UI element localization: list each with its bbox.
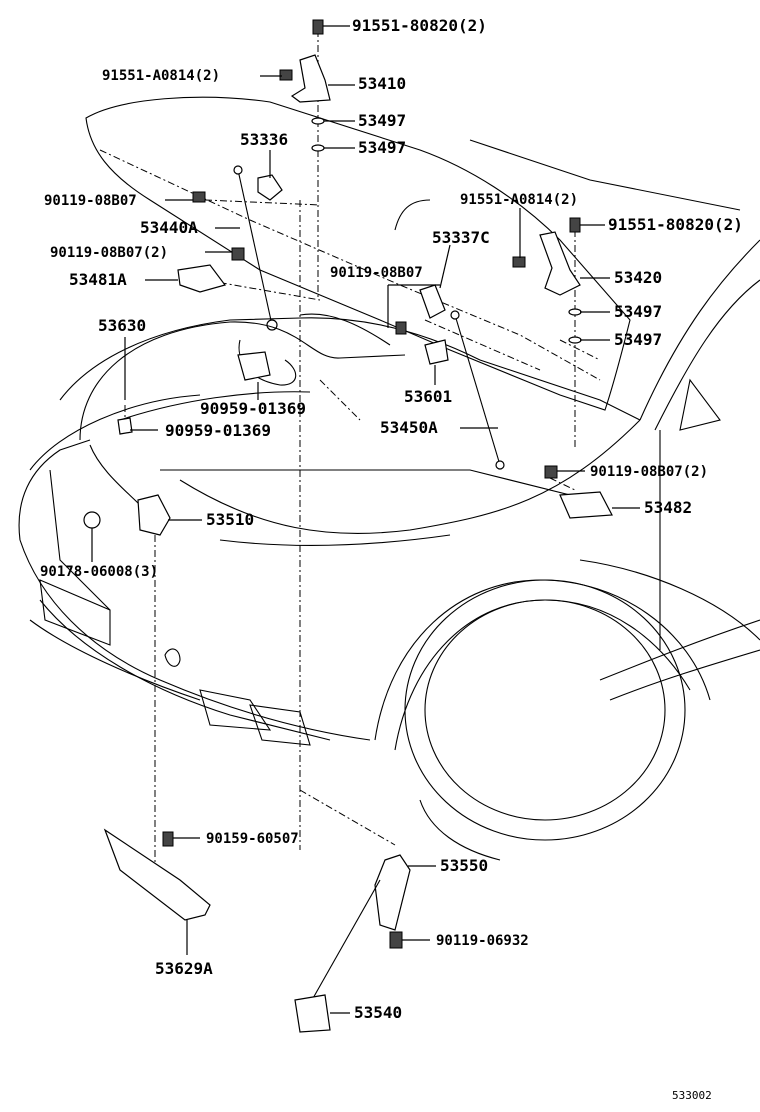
callout-53497-b: 53497 [358,138,407,157]
callout-91551-a0814-left: 91551-A0814(2) [102,68,221,84]
callout-90119-08b07-a: 90119-08B07 [44,193,137,209]
callout-53482: 53482 [644,498,693,517]
callout-53550: 53550 [440,856,489,875]
callout-53420: 53420 [614,268,663,287]
callout-53540: 53540 [354,1003,403,1022]
callout-53410: 53410 [358,74,407,93]
release-cable [79,313,406,506]
hood-support-rods [233,165,505,470]
callout-53629a: 53629A [155,959,213,978]
callout-91551-a0814-right: 91551-A0814(2) [460,192,579,208]
callout-53450a: 53450A [380,418,438,437]
callout-90119-08b07-b: 90119-08B07 [330,265,423,281]
front-wheel [374,559,760,861]
callout-53497-a: 53497 [358,111,407,130]
leader-lines [91,25,640,1014]
callout-90119-06932: 90119-06932 [436,933,529,949]
callout-53440a: 53440A [140,218,198,237]
callout-53510: 53510 [206,510,255,529]
callout-91551-80820-right: 91551-80820(2) [608,215,743,234]
callout-90119-08b07-2a: 90119-08B07(2) [50,245,169,261]
callout-53497-d: 53497 [614,330,663,349]
latch-assembly [117,339,449,536]
car-body [18,317,641,746]
callout-90959-01369-a: 90959-01369 [200,399,306,418]
callout-91551-80820-top: 91551-80820(2) [352,16,487,35]
callout-53337c: 53337C [432,228,490,247]
callout-90959-01369-b: 90959-01369 [165,421,271,440]
callout-53497-c: 53497 [614,302,663,321]
figure-code: 533002 [672,1089,712,1102]
callout-90178-06008: 90178-06008(3) [40,564,159,580]
callout-90159-60507: 90159-60507 [206,831,299,847]
callout-53601: 53601 [404,387,453,406]
callout-53336: 53336 [240,130,289,149]
windshield [469,139,760,701]
callout-53481a: 53481A [69,270,127,289]
fasteners [83,19,581,949]
release-lever-parts [103,828,411,1033]
callout-53630: 53630 [98,316,147,335]
hinge-parts [177,54,613,519]
callout-90119-08b07-2b: 90119-08B07(2) [590,464,709,480]
